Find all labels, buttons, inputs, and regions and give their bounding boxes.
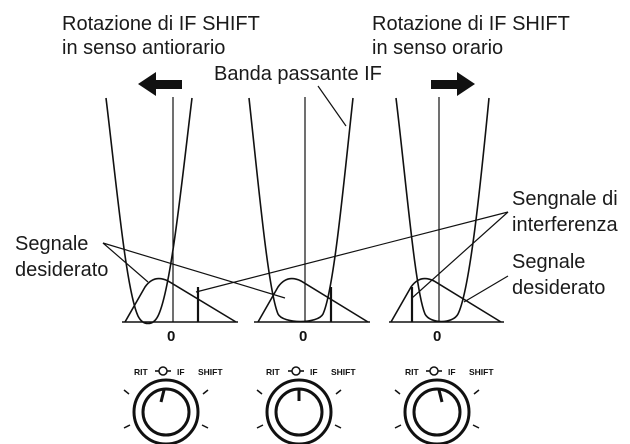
- response-panel-left: 0: [105, 97, 238, 345]
- desired-signal-label-left-line2: desiderato: [15, 259, 108, 281]
- zero-mark-right: 0: [433, 328, 441, 345]
- response-panel-right: 0: [389, 97, 504, 345]
- knob-indicator-dot-center: [291, 366, 301, 376]
- knob-pointer-right: [437, 389, 444, 403]
- if-shift-knob-inner-left: [141, 387, 191, 437]
- tick-marks-center: [256, 389, 342, 429]
- knob-label-if-left: IF: [177, 367, 185, 377]
- leader-desired-right: [463, 275, 509, 303]
- knob-group-left: RIT IF SHIFT: [123, 366, 223, 444]
- tick-marks-right: [394, 389, 480, 429]
- tick-marks-left: [123, 389, 209, 429]
- leader-desired-left-a: [102, 242, 149, 283]
- knob-label-shift-left: SHIFT: [198, 367, 223, 377]
- interference-signal-label-line2: interferenza: [512, 214, 618, 236]
- knob-label-shift-center: SHIFT: [331, 367, 356, 377]
- knob-indicator-dot-left: [158, 366, 168, 376]
- knob-label-if-right: IF: [448, 367, 456, 377]
- interference-signal-label-line1: Sengnale di: [512, 188, 618, 210]
- leader-passband: [317, 85, 347, 127]
- desired-signal-shape-left: [124, 277, 237, 323]
- passband-curve-center: [248, 97, 354, 323]
- arrow-right-icon: [431, 72, 475, 96]
- desired-signal-shape-center: [257, 277, 369, 323]
- right-caption-line1: Rotazione di IF SHIFT: [372, 13, 570, 35]
- knob-label-if-center: IF: [310, 367, 318, 377]
- desired-signal-label-left-line1: Segnale: [15, 233, 88, 255]
- desired-signal-label-right-line1: Segnale: [512, 251, 585, 273]
- left-caption-line1: Rotazione di IF SHIFT: [62, 13, 260, 35]
- left-caption-line2: in senso antiorario: [62, 37, 225, 59]
- desired-signal-shape-right: [390, 277, 502, 323]
- leader-interference-b: [411, 211, 509, 299]
- knob-label-rit-center: RIT: [266, 367, 281, 377]
- response-panel-center: 0: [248, 97, 370, 345]
- knob-indicator-dot-right: [429, 366, 439, 376]
- passband-curve-left: [105, 97, 193, 325]
- zero-mark-left: 0: [167, 328, 175, 345]
- if-shift-knob-inner-right: [412, 387, 462, 437]
- right-caption-line2: in senso orario: [372, 37, 503, 59]
- knob-group-right: RIT IF SHIFT: [394, 366, 494, 444]
- knob-label-rit-right: RIT: [405, 367, 420, 377]
- passband-label: Banda passante IF: [214, 63, 382, 85]
- desired-signal-label-right-line2: desiderato: [512, 277, 605, 299]
- zero-mark-center: 0: [299, 328, 307, 345]
- leader-interference-a: [195, 211, 509, 293]
- leader-desired-left-b: [102, 242, 286, 299]
- knob-label-rit-left: RIT: [134, 367, 149, 377]
- knob-pointer-left: [159, 389, 166, 403]
- knob-group-center: RIT IF SHIFT: [256, 366, 356, 444]
- knob-label-shift-right: SHIFT: [469, 367, 494, 377]
- arrow-left-icon: [138, 72, 182, 96]
